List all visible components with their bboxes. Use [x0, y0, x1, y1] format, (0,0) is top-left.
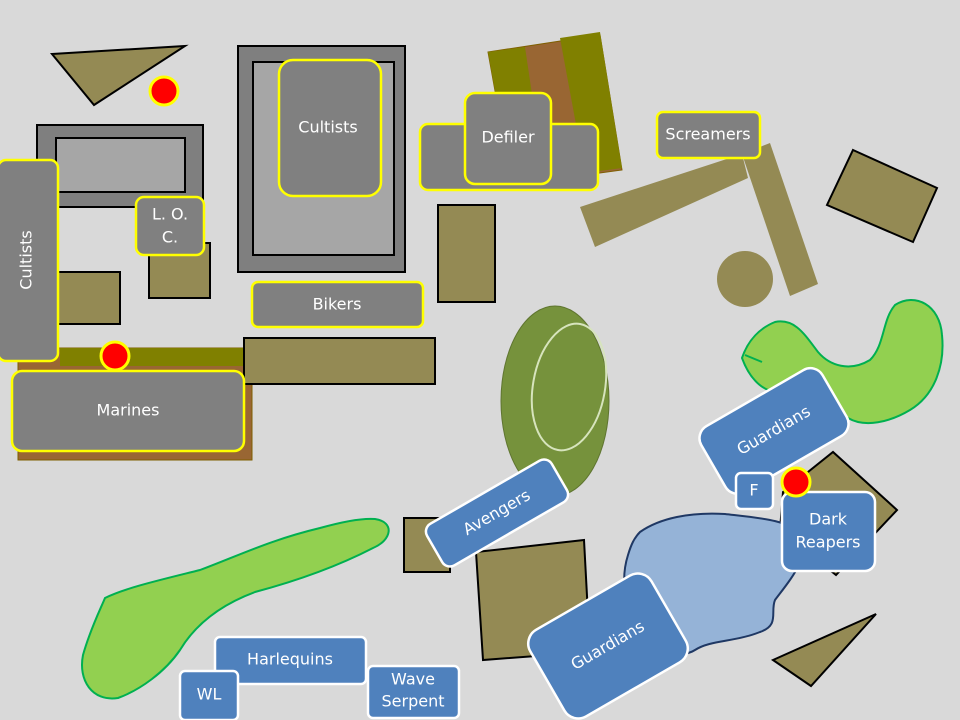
unit-harlequins-box — [213, 635, 368, 686]
unit-loc-label-line1: L. O. — [152, 205, 188, 224]
building-top-left-inner — [55, 137, 186, 193]
unit-cultists-left-label: Cultists — [17, 230, 36, 289]
unit-cultists-left[interactable]: Cultists — [0, 158, 60, 363]
ruins-leg — [742, 143, 818, 296]
unit-f[interactable]: F — [734, 471, 775, 511]
unit-bikers-box — [250, 280, 425, 329]
unit-avengers-box — [424, 458, 570, 568]
terrain-triangle-bottom-right — [770, 613, 877, 688]
unit-cultists-building-box — [277, 58, 383, 198]
unit-marines-label: Marines — [97, 401, 160, 420]
unit-cultists-left-box — [0, 158, 60, 363]
building-top-left — [36, 124, 204, 208]
unit-loc[interactable]: L. O. C. — [134, 195, 206, 257]
objective-marker-right[interactable] — [780, 466, 812, 498]
unit-loc-box — [134, 195, 206, 257]
unit-wave-serpent-box — [366, 664, 461, 720]
unit-bikers-label: Bikers — [313, 295, 362, 314]
unit-harlequins[interactable]: Harlequins — [213, 635, 368, 686]
objective-marker-marines[interactable] — [99, 340, 131, 372]
unit-guardians-right-box — [698, 366, 850, 496]
unit-f-label: F — [749, 481, 758, 500]
terrain-block-center — [437, 204, 496, 303]
ruins-round — [717, 251, 773, 307]
unit-wl-label: WL — [197, 685, 222, 704]
objective-marker-top-left[interactable] — [148, 75, 180, 107]
unit-defiler[interactable]: Defiler — [418, 91, 600, 192]
unit-f-box — [734, 471, 775, 511]
unit-marines-box — [10, 369, 246, 453]
unit-guardians-bottom[interactable]: Guardians — [522, 568, 693, 720]
unit-dark-reapers[interactable]: Dark Reapers — [780, 490, 877, 573]
unit-wave-serpent-label-line2: Serpent — [382, 692, 445, 711]
unit-defiler-head — [463, 91, 553, 186]
terrain-triangle-top-left — [49, 44, 189, 107]
unit-cultists-building[interactable]: Cultists — [277, 58, 383, 198]
hill-inner — [530, 322, 608, 452]
terrain-block-left — [55, 271, 121, 325]
ruins-top-right — [580, 143, 818, 307]
unit-dark-reapers-label-line1: Dark — [809, 510, 848, 529]
terrain-block-bikers — [243, 337, 436, 385]
hill-center — [500, 305, 610, 497]
unit-loc-label-line2: C. — [162, 228, 178, 247]
unit-marines[interactable]: Marines — [10, 369, 246, 453]
ruins-arm — [580, 154, 748, 247]
unit-guardians-bottom-box — [526, 572, 690, 720]
unit-defiler-label: Defiler — [481, 128, 535, 147]
forest-left — [81, 517, 390, 700]
unit-bikers[interactable]: Bikers — [250, 280, 425, 329]
unit-harlequins-label: Harlequins — [247, 650, 333, 669]
unit-guardians-right[interactable]: Guardians — [694, 363, 853, 499]
unit-wl-box — [178, 669, 240, 720]
unit-screamers[interactable]: Screamers — [655, 110, 762, 160]
crop-field-left-strip — [60, 348, 250, 366]
unit-wave-serpent[interactable]: Wave Serpent — [366, 664, 461, 720]
crop-field-strip-2 — [560, 32, 622, 173]
unit-screamers-box — [655, 110, 762, 160]
terrain-block-top-right — [825, 148, 939, 244]
unit-cultists-building-label: Cultists — [298, 118, 357, 137]
unit-dark-reapers-label-line2: Reapers — [796, 533, 861, 552]
unit-wave-serpent-label-line1: Wave — [391, 670, 435, 689]
forest-right-stroke — [744, 354, 763, 363]
unit-dark-reapers-box — [780, 490, 877, 573]
unit-wl[interactable]: WL — [178, 669, 240, 720]
unit-screamers-label: Screamers — [665, 125, 750, 144]
